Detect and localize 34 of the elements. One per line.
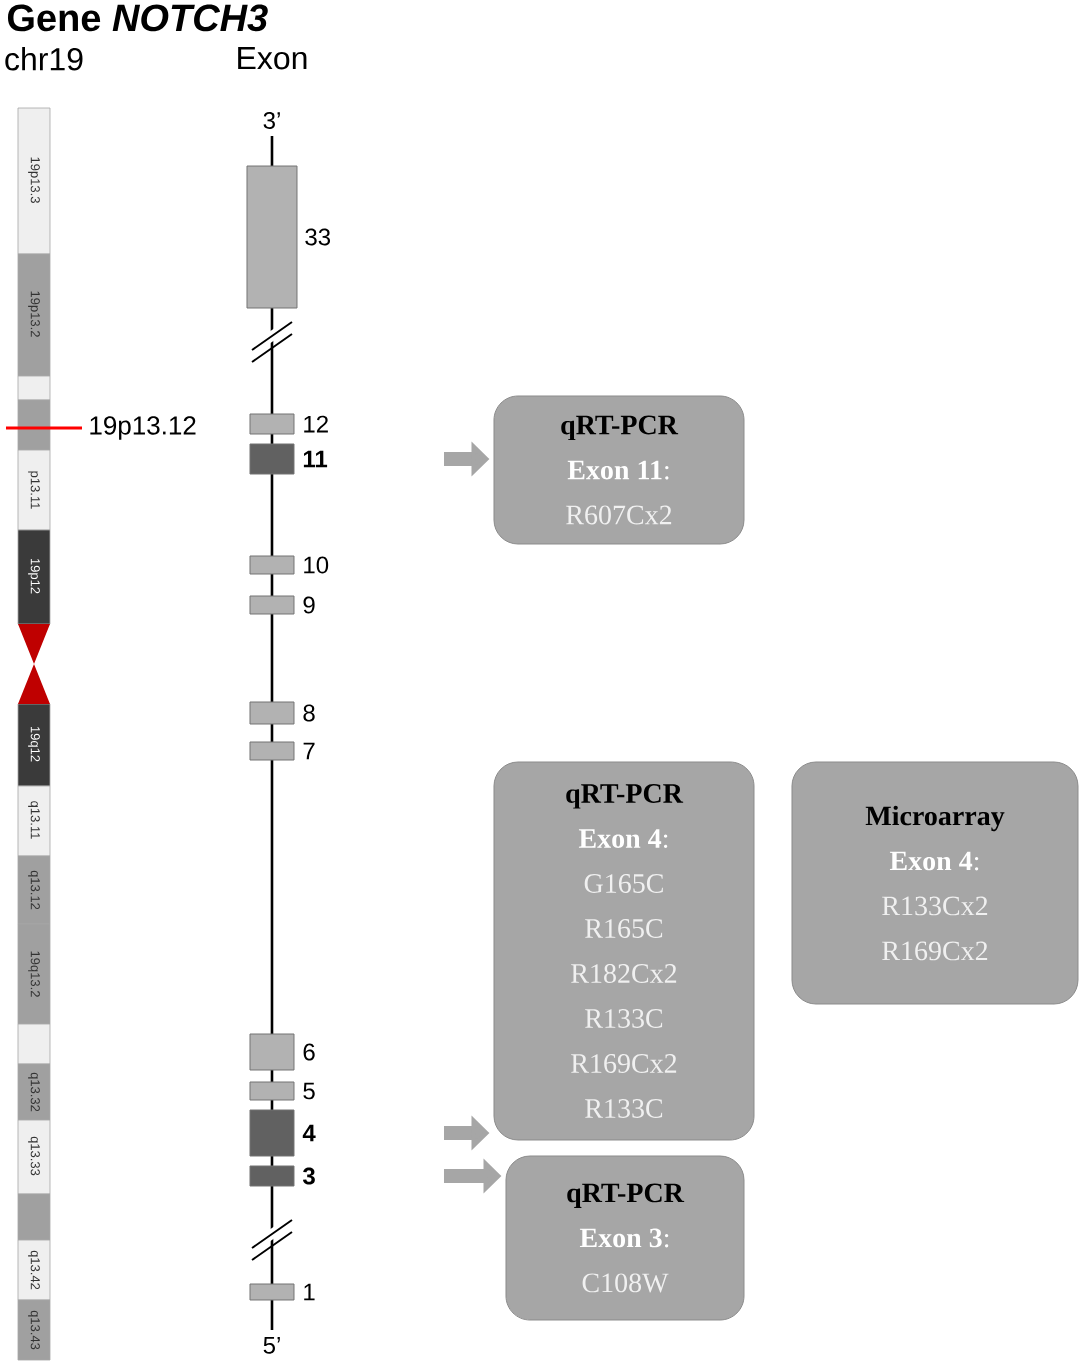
exon-number: 8 xyxy=(303,704,315,722)
exon-number: 9 xyxy=(303,596,315,614)
exon-box xyxy=(249,741,295,761)
exon-number: 1 xyxy=(304,1283,315,1301)
exon-number: 33 xyxy=(305,228,331,246)
result-box: qRT-PCR Exon 11: R607Cx2 xyxy=(493,395,745,545)
exon-number: 3 xyxy=(302,1167,315,1185)
axis-title: chr19 xyxy=(5,47,83,71)
exon-number: 7 xyxy=(303,742,315,760)
exon-box xyxy=(246,165,298,309)
title: Gene NOTCH3 xyxy=(7,4,268,32)
exon-box xyxy=(249,555,295,575)
exon-box xyxy=(249,701,295,725)
exon-number: 10 xyxy=(304,556,329,574)
exon-box xyxy=(249,1283,295,1301)
exon-number: 4 xyxy=(302,1124,316,1142)
result-box: qRT-PCR Exon 3: C108W xyxy=(505,1155,745,1321)
exon-number: 11 xyxy=(303,450,328,468)
result-box: qRT-PCR Exon 4: G165C R165C R182Cx2 R133C R169Cx2 R133C xyxy=(493,761,755,1141)
exon-box xyxy=(249,1033,295,1071)
end-label: 5’ xyxy=(263,1337,280,1354)
exon-number: 5 xyxy=(303,1082,315,1100)
exon-number: 12 xyxy=(304,415,328,433)
result-box: Microarray Exon 4: R133Cx2 R169Cx2 xyxy=(791,761,1079,1005)
exon-box xyxy=(249,1109,295,1157)
axis-title: Exon xyxy=(238,47,307,70)
exon-box xyxy=(249,595,295,615)
end-label: 3’ xyxy=(263,111,280,129)
exon-number: 6 xyxy=(303,1043,315,1061)
band-name: 19p13.12 xyxy=(90,416,196,440)
exon-box xyxy=(249,443,295,475)
exon-box xyxy=(249,1081,295,1101)
exon-box xyxy=(249,413,295,435)
exon-box xyxy=(249,1165,295,1187)
